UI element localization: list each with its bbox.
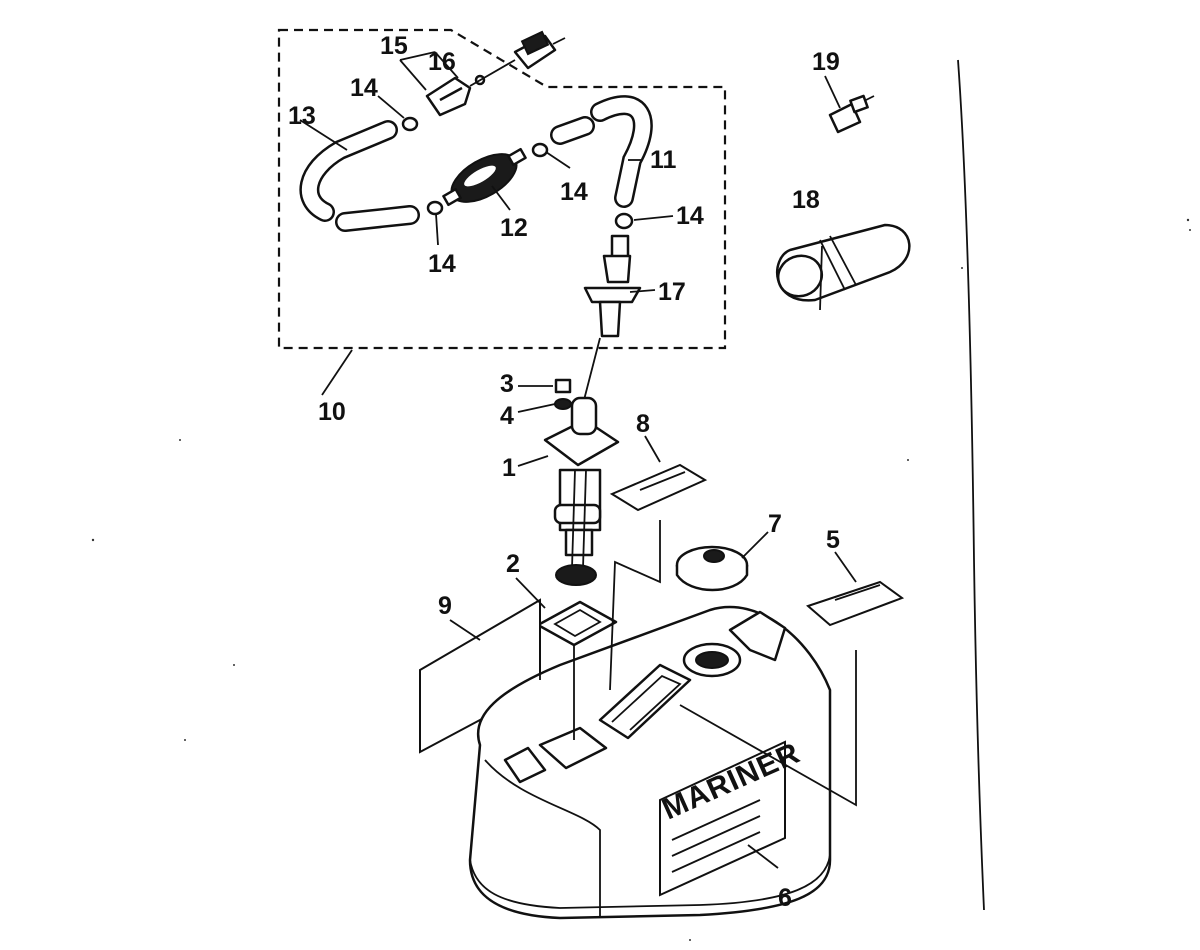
callout-9: 9 <box>438 592 452 620</box>
callout-2: 2 <box>506 550 520 578</box>
scan-noise <box>91 218 1191 941</box>
callout-7: 7 <box>768 510 782 538</box>
callout-14-top: 14 <box>350 74 378 102</box>
callout-1: 1 <box>502 454 516 482</box>
decal-part-5 <box>806 580 905 627</box>
callout-10: 10 <box>318 398 346 426</box>
washer-part-4 <box>554 398 572 410</box>
fuel-tank-part-6: MARINER <box>468 605 832 920</box>
screw-part-3 <box>554 378 572 394</box>
page-edge-line <box>957 59 985 911</box>
callout-11: 11 <box>650 146 677 174</box>
callout-15: 15 <box>380 32 408 60</box>
engine-connector-part-15 <box>425 30 566 117</box>
fuel-hose-part-11 <box>550 95 653 208</box>
callout-14-right: 14 <box>676 202 704 230</box>
callout-4: 4 <box>500 402 514 430</box>
callout-6: 6 <box>778 884 792 912</box>
callout-16: 16 <box>428 48 456 76</box>
callout-18: 18 <box>792 186 820 214</box>
fuel-fitting-part-17 <box>583 234 642 401</box>
hose-clamp-part-14 <box>401 116 634 230</box>
callout-14-bottom: 14 <box>428 250 456 278</box>
filler-cap-part-7 <box>675 545 749 592</box>
fuel-pickup-part-1 <box>543 396 620 586</box>
callout-19: 19 <box>812 48 840 76</box>
callout-14-mid: 14 <box>560 178 588 206</box>
callout-labels: 15 16 14 13 11 14 12 14 14 17 19 18 10 3… <box>288 32 840 912</box>
leader-lines <box>299 51 857 869</box>
callout-5: 5 <box>826 526 840 554</box>
fuel-line-kit-boundary <box>277 28 727 350</box>
callout-13: 13 <box>288 102 316 130</box>
fitting-part-19 <box>828 94 875 134</box>
fuel-hose-part-13 <box>299 120 420 232</box>
callout-12: 12 <box>500 214 528 242</box>
callout-3: 3 <box>500 370 514 398</box>
gasket-part-2 <box>536 600 618 647</box>
decal-part-8 <box>609 463 708 512</box>
callout-8: 8 <box>636 410 650 438</box>
sleeve-part-18 <box>776 223 911 302</box>
primer-bulb-part-12 <box>442 147 527 207</box>
callout-17: 17 <box>658 278 686 306</box>
